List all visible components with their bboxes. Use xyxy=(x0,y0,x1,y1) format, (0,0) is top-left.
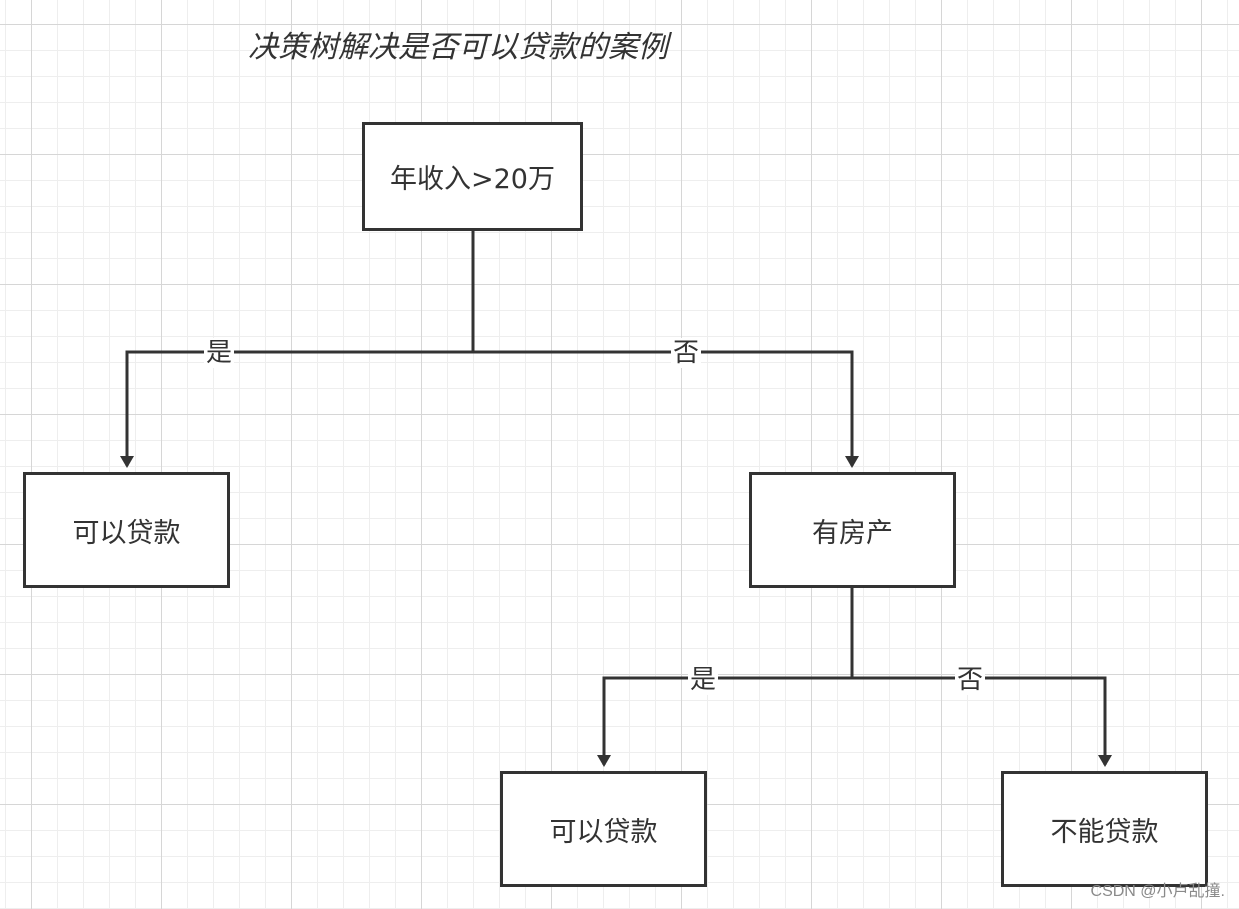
node-loan-allowed-bottom: 可以贷款 xyxy=(500,771,707,887)
node-loan-denied-label: 不能贷款 xyxy=(1050,816,1159,848)
edge-house-to-yes-leaf xyxy=(597,587,854,767)
edge-house-to-no-leaf xyxy=(852,676,1112,767)
node-annual-income: 年收入>20万 xyxy=(362,122,583,231)
node-loan-allowed-left-label: 可以贷款 xyxy=(72,517,181,549)
edge-label-root-yes: 是 xyxy=(204,338,235,368)
node-loan-allowed-left: 可以贷款 xyxy=(23,472,230,588)
node-loan-allowed-bottom-label: 可以贷款 xyxy=(549,816,658,848)
node-has-property: 有房产 xyxy=(749,472,956,588)
node-loan-denied: 不能贷款 xyxy=(1001,771,1208,887)
edge-label-root-no: 否 xyxy=(671,338,702,368)
edge-label-house-no: 否 xyxy=(955,665,986,695)
diagram-title: 决策树解决是否可以贷款的案例 xyxy=(248,30,668,65)
edge-label-house-yes: 是 xyxy=(688,665,719,695)
node-annual-income-label: 年收入>20万 xyxy=(390,164,555,195)
csdn-watermark: CSDN @小卢乱撞. xyxy=(1090,883,1225,900)
node-has-property-label: 有房产 xyxy=(812,517,893,549)
edge-root-to-left-leaf xyxy=(120,230,475,468)
edge-root-to-house xyxy=(473,350,859,468)
